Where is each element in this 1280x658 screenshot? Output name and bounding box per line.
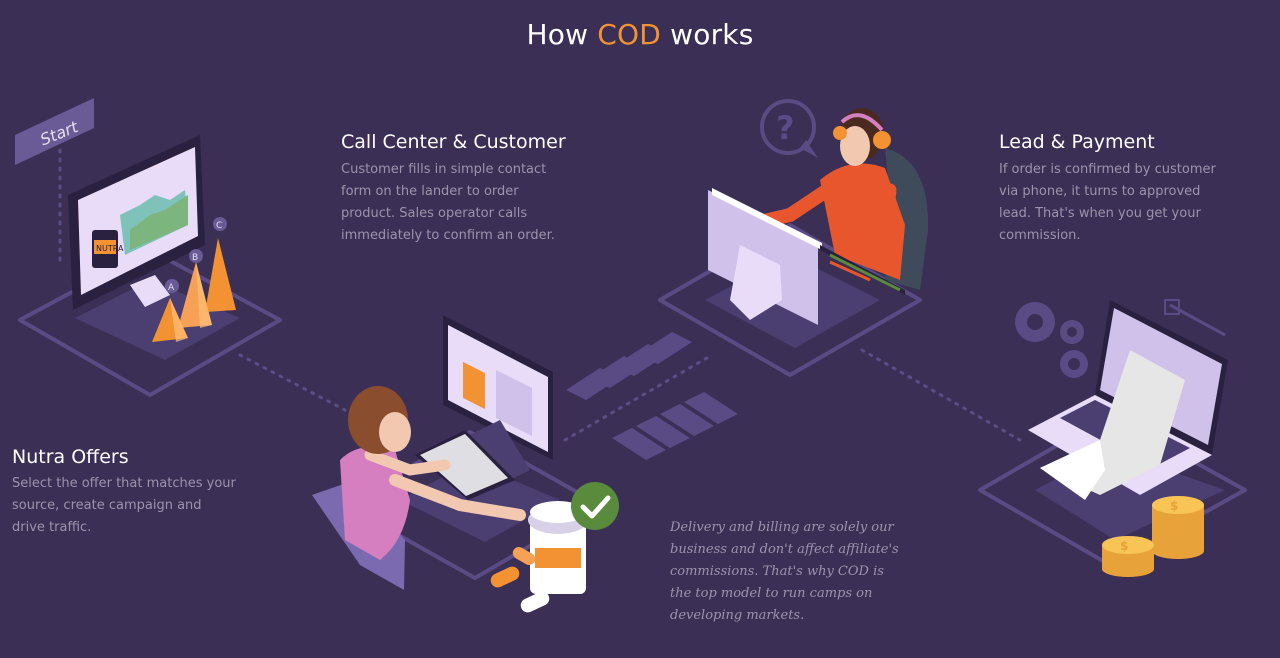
title-suffix: works	[670, 18, 754, 51]
chart-marker-a: A	[168, 283, 175, 293]
chart-marker-c: C	[216, 221, 222, 231]
gears-icon	[1015, 302, 1088, 378]
step-heading-call-center: Call Center & Customer	[341, 131, 566, 153]
start-flag-icon: Start	[15, 98, 94, 165]
title-prefix: How	[526, 18, 589, 51]
step-desc-lead-payment: If order is confirmed by customer via ph…	[999, 162, 1216, 243]
question-bubble-icon: ?	[760, 99, 818, 158]
step-desc-call-center: Customer fills in simple contact form on…	[341, 162, 555, 243]
checkmark-icon	[571, 482, 619, 530]
coin-stack-icon: $ $	[1102, 496, 1204, 577]
svg-text:$: $	[1170, 499, 1178, 513]
page-title: How COD works	[0, 18, 1280, 51]
chevron-arrows-icon	[566, 332, 738, 460]
step-heading-nutra-offers: Nutra Offers	[12, 446, 129, 468]
product-label: NUTRA	[96, 244, 124, 253]
svg-text:?: ?	[776, 109, 795, 147]
title-accent: COD	[597, 18, 662, 51]
step-desc-nutra-offers: Select the offer that matches your sourc…	[12, 476, 236, 535]
chart-marker-b: B	[192, 253, 198, 263]
user-at-computer-icon	[312, 315, 553, 590]
monitor-chart-icon: NUTRA A B C	[68, 135, 236, 342]
operator-headset-icon	[708, 108, 929, 325]
svg-text:$: $	[1120, 539, 1128, 553]
step-heading-lead-payment: Lead & Payment	[999, 131, 1155, 153]
delivery-note: Delivery and billing are solely our busi…	[670, 520, 899, 623]
laptop-receipt-icon	[1028, 299, 1228, 500]
